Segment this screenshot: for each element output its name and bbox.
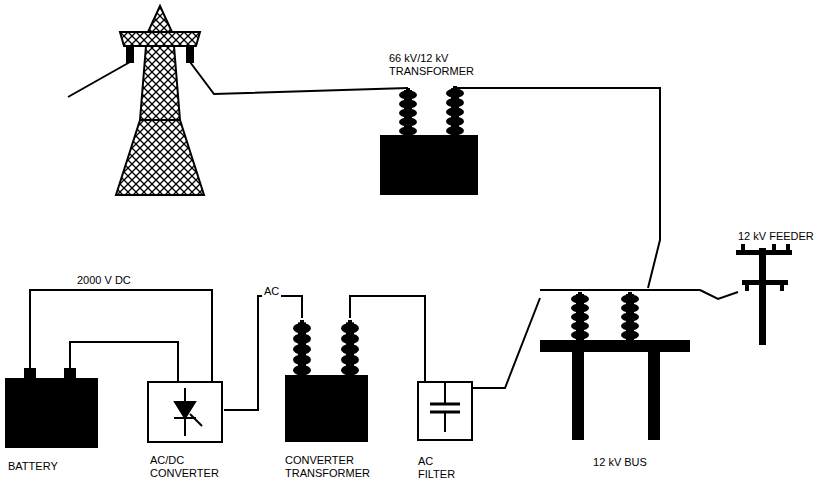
bushing [293,320,311,376]
wire-label-holder: AC [262,281,281,299]
battery-body [5,378,98,448]
pole-crossarm [742,280,788,285]
wire-connector [472,298,540,388]
converter-symbol [148,382,222,442]
pole-insulator [772,244,776,250]
bushing [341,320,359,376]
transformer-symbol [380,86,512,195]
tower-body [116,46,204,195]
capacitor-plate [430,403,460,406]
component-node: CONVERTER TRANSFORMER [285,318,385,481]
wire [472,298,540,388]
bus-structure [540,290,700,440]
bus-leg [572,352,584,440]
component-label: 66 kV/12 kV TRANSFORMER [389,52,494,78]
tower-brace [140,119,180,121]
capacitor-lead [444,412,446,432]
transformer-tank [380,135,478,195]
thyristor-gate [190,414,202,426]
component-node: AC/DC CONVERTER [148,382,224,481]
converter-transformer-symbol [285,320,368,442]
component-label: 12 kV BUS [593,456,647,469]
pole-insulator [780,285,784,291]
component-node: AC FILTER [418,382,472,482]
tower-insulator [127,46,133,62]
wire-label-holder: 2000 V DC [75,270,133,288]
wire-label: AC [262,285,281,298]
overhead-line [68,62,408,97]
pole-insulator [741,244,745,250]
battery-symbol [5,368,98,448]
pole-insulator [786,244,790,250]
pole-insulator [745,285,749,291]
component-label: CONVERTER TRANSFORMER [285,454,377,480]
transmission-tower [116,6,204,195]
component-node: 66 kV/12 kV TRANSFORMER [375,52,510,197]
thyristor-lead [184,388,186,402]
tower-peak [148,6,172,32]
component-label: 12 kV FEEDER [738,230,814,243]
wire-connector [350,296,425,382]
feeder-pole [736,244,792,345]
transformer-tank [285,375,368,442]
bus-leg [648,352,660,440]
wire [70,342,178,382]
component-label: AC FILTER [418,455,462,481]
tower-insulator [187,46,193,62]
wire-connector [700,290,738,299]
filter-box [418,382,472,440]
battery-terminal [24,368,36,379]
battery-terminal [64,368,76,379]
component-label: BATTERY [8,460,58,473]
wire [30,290,212,382]
bushing [571,292,589,340]
capacitor-lead [444,382,446,404]
wire [350,296,425,382]
overhead-wire [68,62,130,97]
component-node: 12 kV FEEDER [738,226,824,346]
component-node: 12 kV BUS [540,288,700,470]
pole-crossarm [736,250,792,255]
overhead-wire [190,62,408,94]
wire [700,290,738,299]
wire-label: 2000 V DC [75,274,133,287]
filter-symbol [418,382,472,440]
component-node: BATTERY [5,368,100,474]
converter-box [148,382,222,442]
tower-crossarm [120,32,200,46]
bushing-lead [455,87,512,89]
bushing [399,88,417,136]
bus-conductor [540,289,700,291]
wire [510,88,660,288]
component-label: AC/DC CONVERTER [150,454,222,480]
thyristor-lead [184,418,186,436]
bushing [621,292,639,340]
wire-connector [510,88,660,288]
pole [759,248,766,345]
bushing [446,86,464,136]
bus-bar [540,340,690,352]
wire-connector [30,290,212,382]
